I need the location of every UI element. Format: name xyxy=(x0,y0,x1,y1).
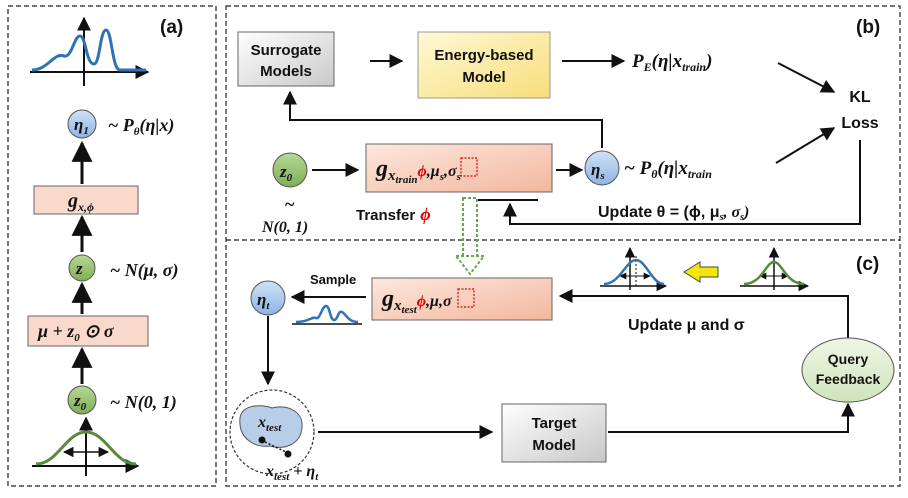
g-x-phi-box xyxy=(33,185,139,215)
z-distribution: ~ N(μ, σ) xyxy=(110,260,178,281)
panel-bc-border xyxy=(225,5,901,487)
z0-node-b xyxy=(272,152,308,188)
eta1-node xyxy=(67,109,97,139)
tilde-symbol: ~ xyxy=(285,194,295,214)
eta-s-node-label: ηs xyxy=(591,160,605,182)
eta1-node-label: η1 xyxy=(74,115,89,137)
sample-label: Sample xyxy=(310,272,356,287)
energy-based-model-line2: Model xyxy=(462,69,505,86)
p-energy-label: PE(η|xtrain) xyxy=(631,51,712,74)
eta-t-node-label: ηt xyxy=(257,290,270,312)
target-model-box xyxy=(501,403,607,463)
perturbed-point xyxy=(284,450,292,458)
panel-a-label: (a) xyxy=(160,17,183,38)
p-theta-train-label: ~ Pθ(η|xtrain xyxy=(624,158,712,181)
x-test-region xyxy=(229,389,315,475)
panel-b-label: (b) xyxy=(856,17,880,38)
query-feedback-line2: Feedback xyxy=(816,371,881,387)
g-x-phi-label: gx,ϕ xyxy=(67,190,94,214)
x-test-plus-eta-label: xtest + ηt xyxy=(265,463,319,483)
eta-s-node xyxy=(584,150,620,186)
target-model-line1: Target xyxy=(532,415,577,432)
z0-node-a xyxy=(67,385,97,415)
target-model-line2: Model xyxy=(532,437,575,454)
z-node-label: z xyxy=(75,259,83,278)
update-mu-sigma-label: Update μ and σ xyxy=(628,317,745,334)
surrogate-models-box xyxy=(237,31,335,87)
kl-loss-line2: Loss xyxy=(841,115,878,132)
eta-t-node xyxy=(250,280,286,316)
phi-highlight-test xyxy=(457,288,475,308)
multimodal-distribution-plot xyxy=(30,16,150,86)
query-feedback-line1: Query xyxy=(828,351,869,367)
shifted-gaussian-icon xyxy=(600,246,668,292)
reparam-label: μ + z0 ⊙ σ xyxy=(37,321,115,344)
energy-based-model-line1: Energy-based xyxy=(434,47,533,64)
z0-distribution: ~ N(0, 1) xyxy=(110,392,177,413)
g-test-label: gxtestϕ,μ,σ xyxy=(381,286,452,316)
x-test-label: xtest xyxy=(257,414,282,434)
g-test-box xyxy=(371,277,553,321)
original-gaussian-icon xyxy=(740,246,810,292)
update-theta-label: Update θ = (ϕ, μs, σs) xyxy=(598,204,749,223)
transfer-arrow xyxy=(453,197,487,276)
g-train-label: gxtrainϕ,μs,σs xyxy=(375,156,461,186)
query-feedback-node xyxy=(801,337,895,403)
surrogate-models-line2: Models xyxy=(260,63,312,80)
z-node xyxy=(68,254,96,282)
z0-node-a-label: z0 xyxy=(73,391,87,413)
energy-based-model-box xyxy=(417,31,551,99)
sample-distribution-plot xyxy=(292,304,362,325)
yellow-left-arrow-icon xyxy=(683,261,719,283)
standard-normal-plot xyxy=(32,416,140,476)
surrogate-models-line1: Surrogate xyxy=(251,42,322,59)
x-test-point xyxy=(258,436,266,444)
x-test-cloud xyxy=(239,405,303,448)
n01-label: N(0, 1) xyxy=(261,219,308,236)
reparam-box xyxy=(27,315,149,347)
eta1-distribution: ~ Pθ(η|x) xyxy=(108,115,174,138)
z0-node-b-label: z0 xyxy=(279,162,293,184)
g-train-box xyxy=(365,143,553,193)
kl-loss-line1: KL xyxy=(849,89,871,106)
phi-highlight-train xyxy=(460,157,478,177)
panel-a-border xyxy=(7,5,217,487)
panel-c-label: (c) xyxy=(856,254,879,275)
